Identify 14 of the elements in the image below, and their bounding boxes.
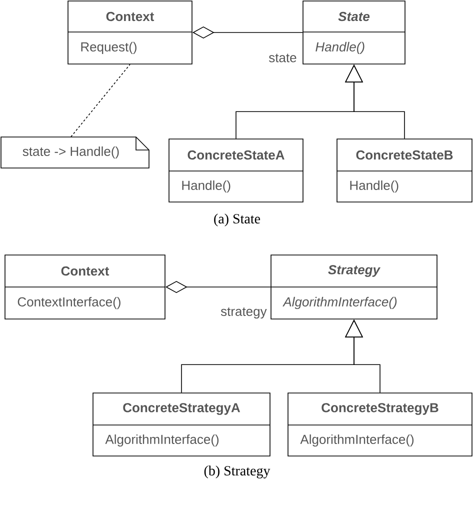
- subfigure-caption: (b) Strategy: [204, 466, 270, 478]
- subfigure-caption: (a) State: [214, 214, 260, 226]
- note-box: state -> Handle(): [0, 136, 150, 168]
- class-box: Strategy AlgorithmInterface(): [270, 254, 438, 320]
- note-link: [70, 64, 130, 138]
- class-box: ConcreteStateB Handle(): [336, 138, 472, 202]
- edge-label: strategy: [220, 307, 267, 319]
- class-box: Context Request(): [68, 0, 192, 64]
- class-box: State Handle(): [302, 0, 406, 64]
- class-box: ConcreteStrategyB AlgorithmInterface(): [288, 392, 472, 456]
- edge-label: state: [268, 54, 296, 62]
- class-box: ConcreteStrategyA AlgorithmInterface(): [92, 392, 270, 456]
- class-box: Context ContextInterface(): [4, 254, 166, 320]
- class-box: ConcreteStateA Handle(): [168, 138, 304, 202]
